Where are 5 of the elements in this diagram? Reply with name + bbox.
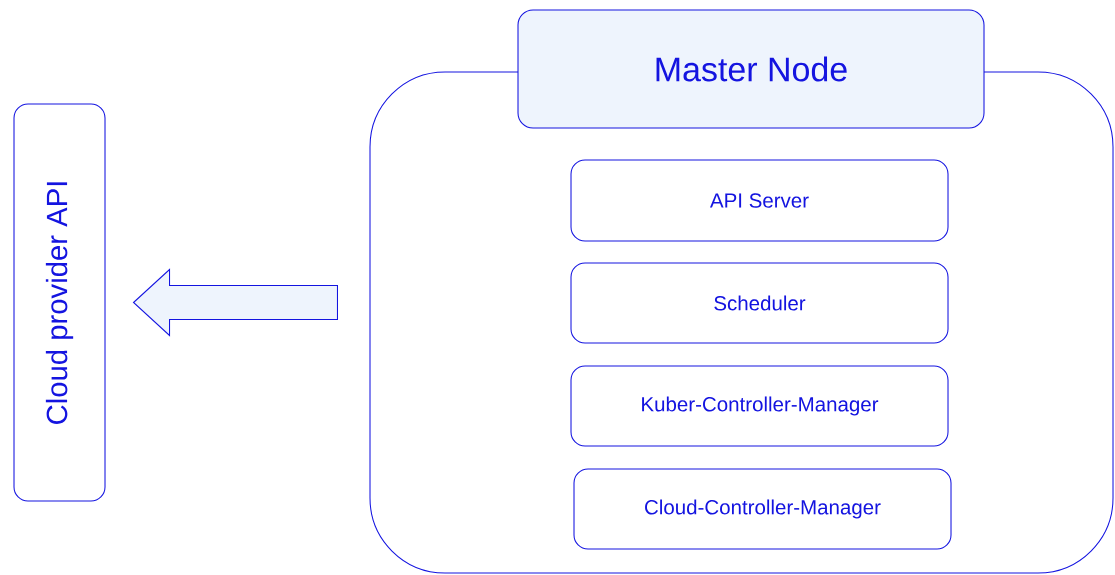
component-box: API Server [570,159,949,242]
api-box: Cloud provider API [13,103,106,502]
component-box: Scheduler [570,262,949,344]
component-box: Kuber-Controller-Manager [570,365,949,447]
component-box: Cloud-Controller-Manager [573,468,952,550]
